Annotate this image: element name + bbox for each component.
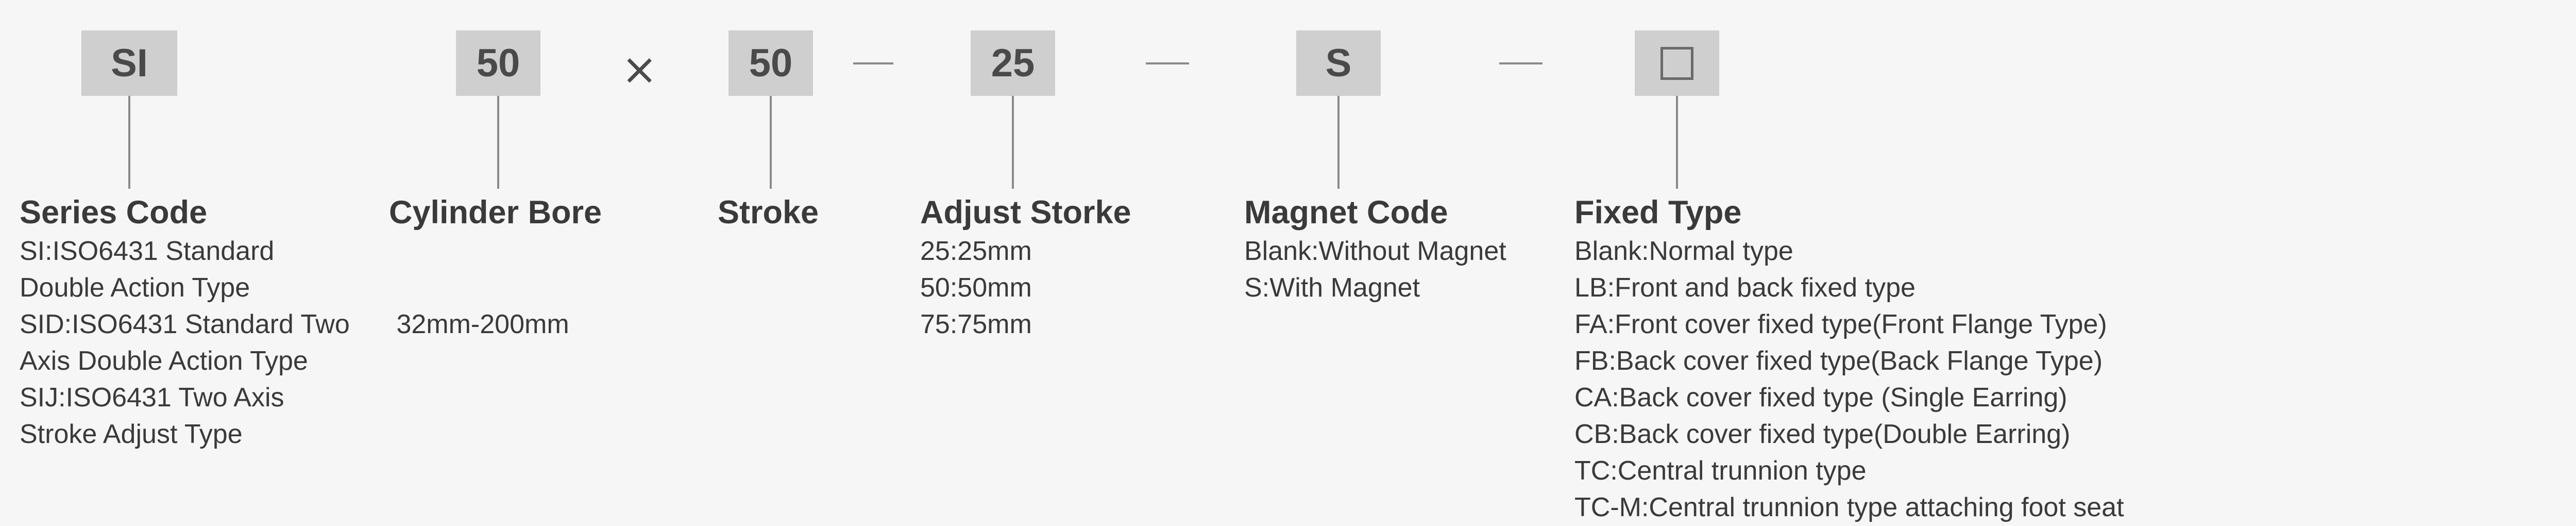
series-code-line: SI:ISO6431 Standard [20,236,275,266]
magnet-code-line: S:With Magnet [1244,273,1420,303]
series-code-line: SID:ISO6431 Standard Two [20,309,350,339]
fixed-type-line: Blank:Normal type [1574,236,1793,266]
code-box-adjust: 25 [971,30,1055,96]
dash-separator [853,62,893,64]
series-code-lines: SI:ISO6431 Standard Double Action Type S… [20,233,350,453]
fixed-type-title: Fixed Type [1574,194,1742,231]
dash-separator [1146,62,1189,64]
adjust-stroke-group: Adjust Storke 25:25mm 50:50mm 75:75mm [920,192,1131,343]
stroke-group: Stroke [718,192,819,233]
series-code-line: Stroke Adjust Type [20,419,243,449]
series-code-title: Series Code [20,194,208,231]
magnet-code-line: Blank:Without Magnet [1244,236,1506,266]
connector-line-adjust [1012,96,1014,189]
adjust-stroke-line: 75:75mm [920,309,1032,339]
code-series: SI [111,41,148,85]
adjust-stroke-line: 50:50mm [920,273,1032,303]
fixed-type-line: TC-M:Central trunnion type attaching foo… [1574,492,2124,522]
magnet-code-group: Magnet Code Blank:Without Magnet S:With … [1244,192,1506,306]
cylinder-bore-title: Cylinder Bore [389,194,602,231]
code-stroke: 50 [749,41,793,85]
code-bore: 50 [476,41,520,85]
connector-line-bore [497,96,499,189]
magnet-code-lines: Blank:Without Magnet S:With Magnet [1244,233,1506,306]
connector-line-fixed [1676,96,1678,189]
series-code-line: SIJ:ISO6431 Two Axis [20,383,284,413]
series-code-line: Axis Double Action Type [20,346,308,376]
connector-line-stroke [770,96,772,189]
blank-square-icon [1660,46,1693,80]
connector-line-series [128,96,130,189]
code-adjust: 25 [991,41,1035,85]
cylinder-bore-line: 32mm-200mm [389,309,569,339]
times-separator: × [621,44,658,94]
fixed-type-line: FA:Front cover fixed type(Front Flange T… [1574,309,2107,339]
code-box-series: SI [81,30,177,96]
fixed-type-line: LB:Front and back fixed type [1574,273,1916,303]
series-code-line: Double Action Type [20,273,250,303]
magnet-code-title: Magnet Code [1244,194,1448,231]
adjust-stroke-lines: 25:25mm 50:50mm 75:75mm [920,233,1131,343]
fixed-type-lines: Blank:Normal type LB:Front and back fixe… [1574,233,2124,526]
code-box-stroke: 50 [728,30,813,96]
fixed-type-line: CA:Back cover fixed type (Single Earring… [1574,383,2067,413]
code-box-bore: 50 [456,30,540,96]
code-magnet: S [1325,41,1352,85]
fixed-type-line: FB:Back cover fixed type(Back Flange Typ… [1574,346,2103,376]
adjust-stroke-title: Adjust Storke [920,194,1131,231]
series-code-group: Series Code SI:ISO6431 Standard Double A… [20,192,350,453]
fixed-type-line: CB:Back cover fixed type(Double Earring) [1574,419,2071,449]
connector-line-magnet [1337,96,1340,189]
cylinder-bore-lines: 32mm-200mm [389,233,602,416]
code-box-fixed [1635,30,1719,96]
cylinder-bore-group: Cylinder Bore 32mm-200mm [389,192,602,416]
code-box-magnet: S [1296,30,1381,96]
stroke-title: Stroke [718,194,819,231]
dash-separator [1499,62,1543,64]
fixed-type-line: TC:Central trunnion type [1574,456,1867,486]
fixed-type-group: Fixed Type Blank:Normal type LB:Front an… [1574,192,2124,526]
adjust-stroke-line: 25:25mm [920,236,1032,266]
